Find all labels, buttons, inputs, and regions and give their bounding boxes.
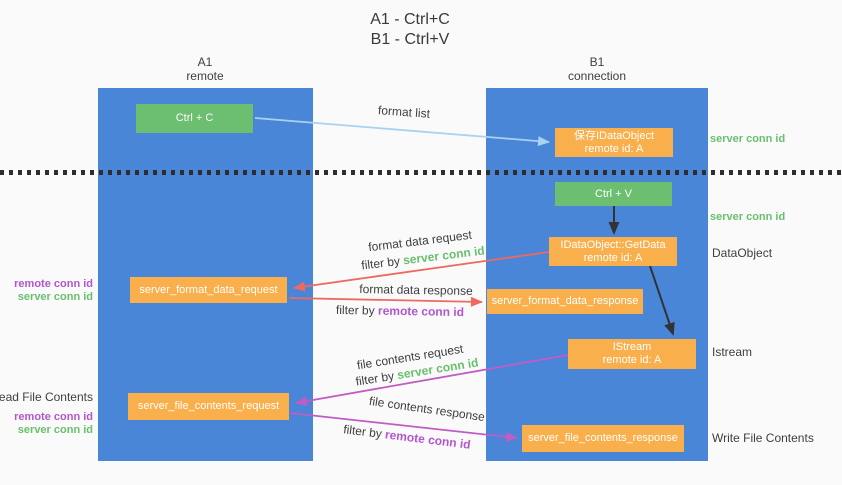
node-format-request-label: server_format_data_request <box>139 283 278 296</box>
label-read-file-contents: Read File Contents <box>0 390 93 404</box>
node-save-dataobject-line1: 保存IDataObject <box>573 129 655 142</box>
title-line-2: B1 - Ctrl+V <box>370 31 450 48</box>
node-istream-line1: IStream <box>612 341 652 353</box>
dotted-separator-line <box>0 170 842 175</box>
lifeline-a1-name: A1 <box>197 55 213 69</box>
label-format-list: format list <box>377 103 431 121</box>
node-file-request-label: server_file_contents_request <box>137 400 280 412</box>
arrow-format-data-response <box>288 296 483 307</box>
filter-by-text-1: filter by <box>360 253 404 273</box>
label-format-data-response: format data response <box>359 282 473 298</box>
diagram-title: A1 - Ctrl+C B1 - Ctrl+V <box>300 10 520 50</box>
remote-conn-id-text-2: remote conn id <box>384 427 472 452</box>
lifeline-a1-role: remote <box>186 69 224 83</box>
node-save-dataobject: 保存IDataObject remote id: A <box>555 128 673 157</box>
node-getdata-line2: remote id: A <box>583 251 643 264</box>
label-server-conn-id-left-top: server conn id <box>17 291 93 303</box>
label-istream: Istream <box>712 345 753 359</box>
label-server-conn-id-right-top: server conn id <box>710 133 786 145</box>
lifeline-b1-name: B1 <box>589 55 605 69</box>
title-line-1: A1 - Ctrl+C <box>370 11 450 28</box>
label-file-contents-response: file contents response <box>368 393 486 425</box>
lifeline-b1-role: connection <box>567 69 627 83</box>
lifeline-header-a1: A1 remote <box>135 55 275 83</box>
label-remote-conn-id-left-bottom: remote conn id <box>14 411 93 423</box>
node-idataobject-getdata: IDataObject::GetData remote id: A <box>549 237 677 266</box>
node-ctrl-c-label: Ctrl + C <box>175 112 214 124</box>
label-write-file-contents: Write File Contents <box>712 431 814 445</box>
node-server-format-data-response: server_format_data_response <box>487 289 643 314</box>
node-ctrl-v: Ctrl + V <box>555 182 672 206</box>
node-server-format-data-request: server_format_data_request <box>130 277 287 303</box>
label-dataobject: DataObject <box>712 246 773 260</box>
node-server-file-contents-request: server_file_contents_request <box>128 393 289 420</box>
remote-conn-id-text-1: remote conn id <box>377 303 465 320</box>
node-format-response-label: server_format_data_response <box>491 295 639 307</box>
node-ctrl-v-label: Ctrl + V <box>595 187 632 200</box>
node-save-dataobject-line2: remote id: A <box>584 142 644 155</box>
node-file-response-label: server_file_contents_response <box>528 432 678 444</box>
label-server-conn-id-left-bottom: server conn id <box>17 424 93 436</box>
filter-by-text-2: filter by <box>335 302 379 318</box>
label-server-conn-id-right-mid: server conn id <box>710 211 786 223</box>
filter-by-text-4: filter by <box>342 422 387 442</box>
node-istream: IStream remote id: A <box>568 339 696 369</box>
node-getdata-line1: IDataObject::GetData <box>560 238 666 251</box>
node-ctrl-c: Ctrl + C <box>136 104 253 133</box>
label-filter-remote-conn-1: filter by remote conn id <box>336 303 464 319</box>
node-server-file-contents-response: server_file_contents_response <box>522 425 684 452</box>
node-istream-line2: remote id: A <box>602 354 662 366</box>
label-remote-conn-id-left-top: remote conn id <box>14 278 93 290</box>
label-filter-remote-conn-2: filter by remote conn id <box>343 422 472 451</box>
lifeline-header-b1: B1 connection <box>527 55 667 83</box>
